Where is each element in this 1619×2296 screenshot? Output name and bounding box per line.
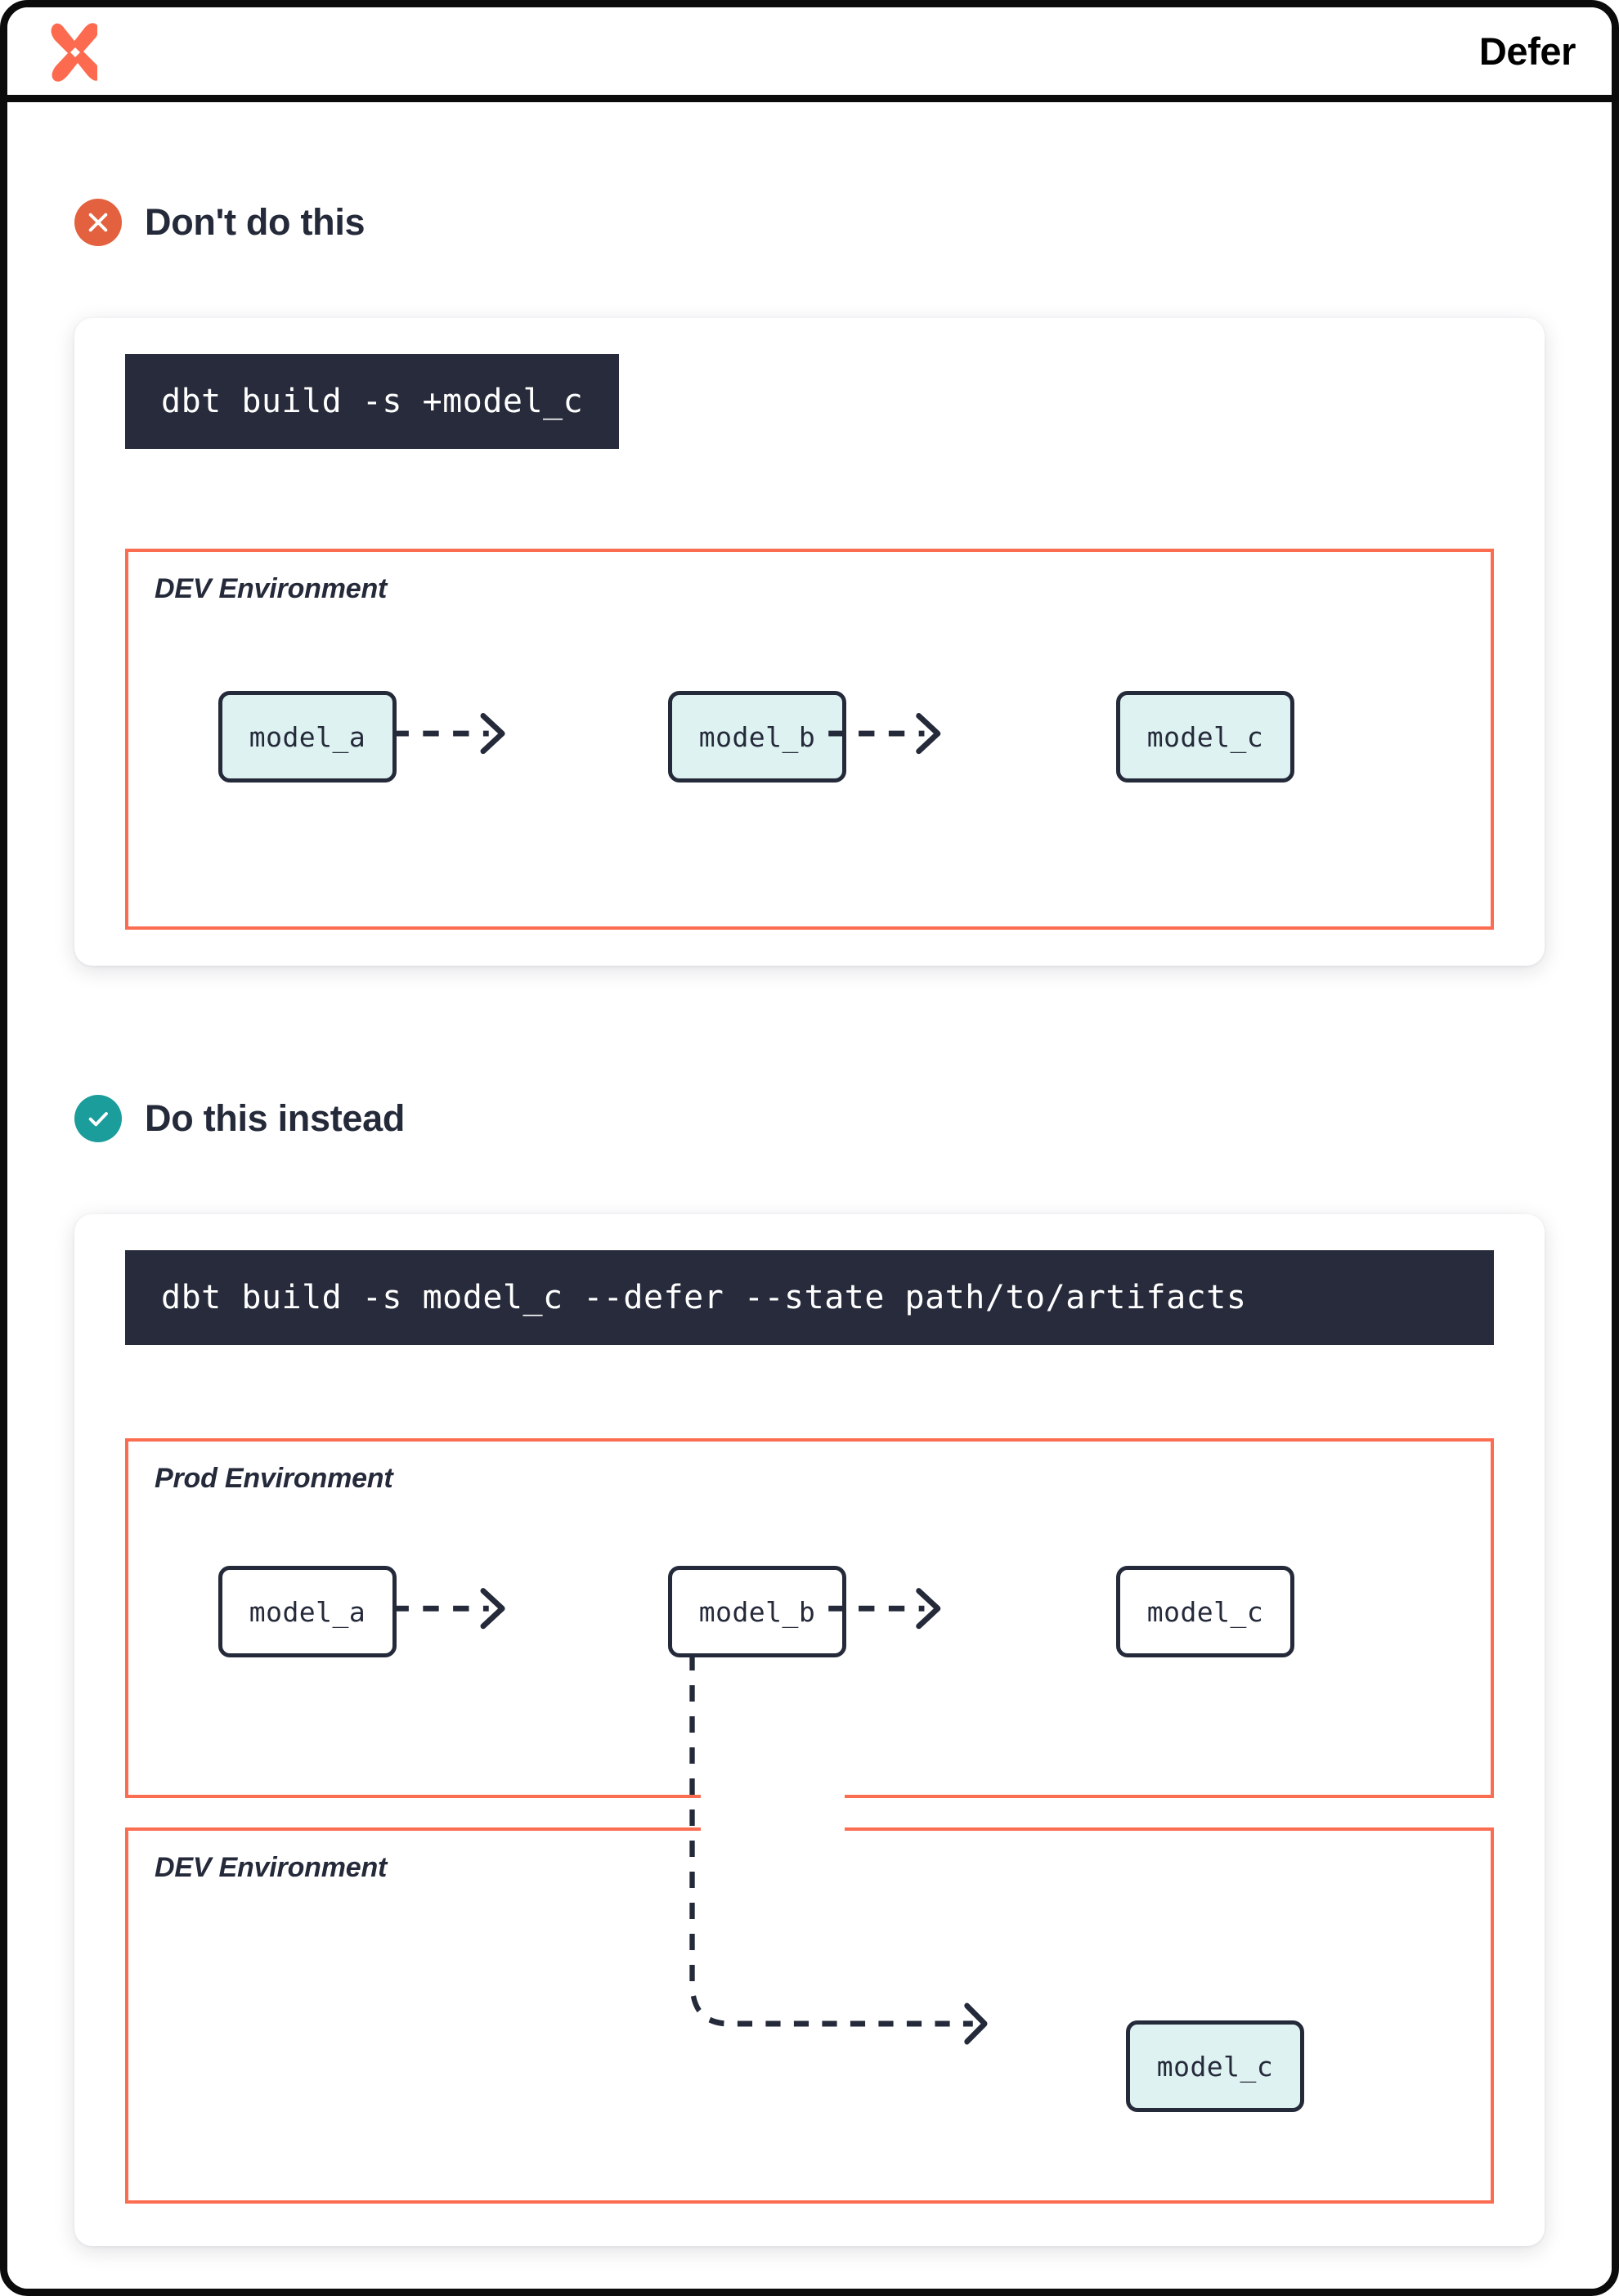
model-node-model-c[interactable]: model_c	[1116, 691, 1294, 783]
border-gap-prod-bottom	[701, 1788, 845, 1800]
border-gap-dev-top	[701, 1826, 845, 1837]
command-do: dbt build -s model_c --defer --state pat…	[125, 1250, 1494, 1345]
section-heading-do: Do this instead	[74, 1095, 1545, 1142]
model-node-prod-model-b[interactable]: model_b	[668, 1566, 846, 1657]
page-title: Defer	[1478, 29, 1576, 73]
card-dont: dbt build -s +model_c DEV Environment mo…	[74, 318, 1545, 966]
env-box-prod: Prod Environment model_a model_b model_c	[125, 1438, 1494, 1800]
page-header: Defer	[7, 7, 1612, 102]
dbt-logo-icon	[47, 20, 97, 83]
model-node-dev-model-c[interactable]: model_c	[1126, 2020, 1304, 2112]
env-box-dev-do: DEV Environment model_c	[125, 1826, 1494, 2204]
model-node-model-b[interactable]: model_b	[668, 691, 846, 783]
command-dont: dbt build -s +model_c	[125, 354, 620, 449]
env-label-dev: DEV Environment	[155, 573, 388, 604]
x-circle-icon	[74, 199, 122, 246]
diagram-content: Don't do this dbt build -s +model_c DEV …	[7, 199, 1612, 2289]
env-box-dev-dont: DEV Environment model_a model_b model_c	[125, 549, 1494, 930]
section-heading-dont: Don't do this	[74, 199, 1545, 246]
env-label-prod: Prod Environment	[155, 1463, 393, 1494]
env-label-dev-do: DEV Environment	[155, 1852, 388, 1883]
section-title-do: Do this instead	[145, 1097, 406, 1139]
model-node-prod-model-a[interactable]: model_a	[218, 1566, 397, 1657]
model-node-model-a[interactable]: model_a	[218, 691, 397, 783]
section-title-dont: Don't do this	[145, 201, 366, 243]
model-node-prod-model-c[interactable]: model_c	[1116, 1566, 1294, 1657]
card-do: dbt build -s model_c --defer --state pat…	[74, 1214, 1545, 2246]
check-circle-icon	[74, 1095, 122, 1142]
